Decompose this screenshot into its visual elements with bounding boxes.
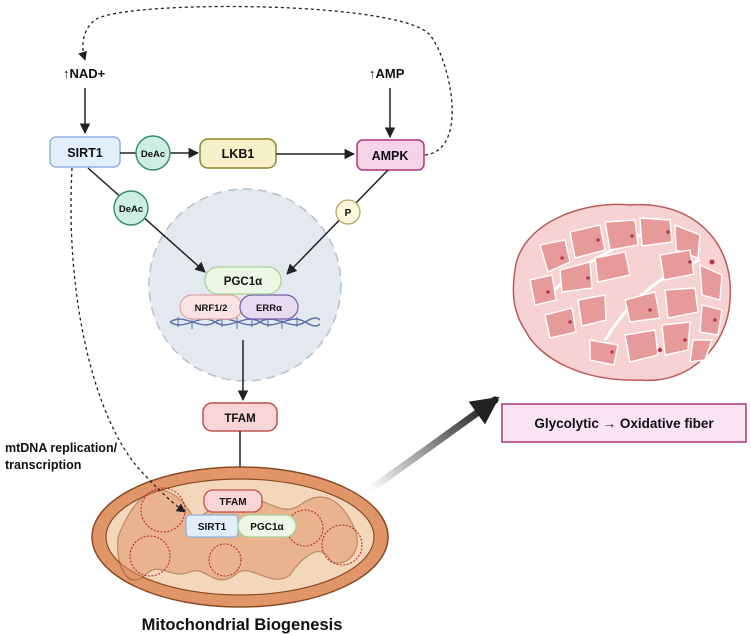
pgc1a-node: PGC1α	[204, 266, 282, 295]
ampk-label: AMPK	[372, 149, 409, 163]
deac-side-label: DeAc	[119, 204, 143, 215]
ampk-node: AMPK	[356, 139, 425, 171]
deac-top-label: DeAc	[141, 149, 165, 160]
tfam-label: TFAM	[224, 413, 255, 425]
mtdna-label-line2: transcription	[5, 458, 81, 472]
feedback-loop-arrow	[78, 5, 453, 156]
lkb1-node: LKB1	[199, 138, 277, 169]
mito-tfam-node: TFAM	[203, 489, 263, 513]
muscle-cross-section	[512, 203, 732, 382]
deac-side-circle: DeAc	[113, 190, 149, 226]
deac-top-circle: DeAc	[135, 135, 171, 171]
mito-sirt1-node: SIRT1	[185, 514, 239, 538]
mito-tfam-label: TFAM	[219, 497, 246, 508]
mitochondrion	[91, 466, 389, 608]
tfam-node: TFAM	[202, 402, 278, 432]
erra-node: ERRα	[239, 294, 299, 320]
ampk-to-pgc1a-arrow	[286, 169, 389, 275]
erra-label: ERRα	[256, 303, 282, 314]
nrf-label: NRF1/2	[195, 303, 228, 314]
mito-sirt1-label: SIRT1	[198, 522, 227, 533]
sirt1-label: SIRT1	[67, 146, 102, 160]
biogenesis-title: Mitochondrial Biogenesis	[142, 616, 343, 634]
lkb1-label: LKB1	[222, 147, 255, 161]
fiber-transition-label: Glycolytic → Oxidative fiber	[534, 416, 714, 431]
fiber-transition-box: Glycolytic → Oxidative fiber	[501, 403, 747, 443]
sirt1-to-pgc1a-arrow	[87, 167, 206, 273]
mito-pgc1a-node: PGC1α	[237, 514, 297, 538]
nrf-node: NRF1/2	[179, 294, 243, 320]
pgc1a-label: PGC1α	[224, 276, 262, 288]
mtdna-label-line1: mtDNA replication/	[5, 441, 118, 455]
phosphorylation-circle: P	[335, 199, 361, 225]
amp-label: ↑AMP	[369, 66, 405, 81]
big-transition-arrow	[366, 396, 500, 494]
phosphorylation-label: P	[345, 208, 352, 219]
sirt1-to-mito-dotted-arrow	[70, 167, 186, 513]
sirt1-node: SIRT1	[49, 136, 121, 168]
mito-pgc1a-label: PGC1α	[250, 522, 284, 533]
nad-label: ↑NAD+	[63, 66, 106, 81]
